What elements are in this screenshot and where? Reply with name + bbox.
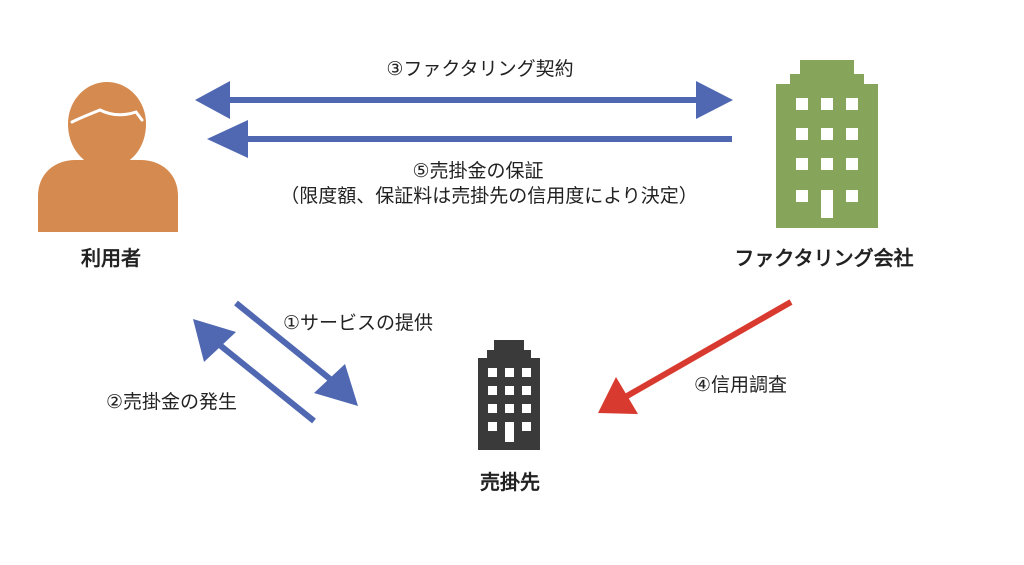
- step2-label: ②売掛金の発生: [106, 391, 238, 413]
- step1-label: ①サービスの提供: [283, 312, 434, 334]
- step4-label: ④信用調査: [694, 374, 788, 396]
- step5-label-line2: （限度額、保証料は売掛先の信用度により決定）: [280, 185, 698, 207]
- building-icon: [478, 340, 540, 450]
- user-label: 利用者: [81, 246, 141, 270]
- service-arrow: [234, 300, 358, 406]
- credit-check-arrow: [598, 299, 793, 414]
- contract-arrow: [195, 81, 733, 119]
- factoring-company-label: ファクタリング会社: [734, 246, 914, 270]
- person-icon: [38, 82, 178, 232]
- guarantee-arrow: [207, 120, 732, 158]
- customer-label: 売掛先: [480, 470, 540, 494]
- step3-label: ③ファクタリング契約: [386, 58, 574, 80]
- building-icon: [776, 60, 878, 228]
- step5-label-line1: ⑤売掛金の保証: [412, 160, 544, 182]
- receivable-arrow: [193, 319, 316, 424]
